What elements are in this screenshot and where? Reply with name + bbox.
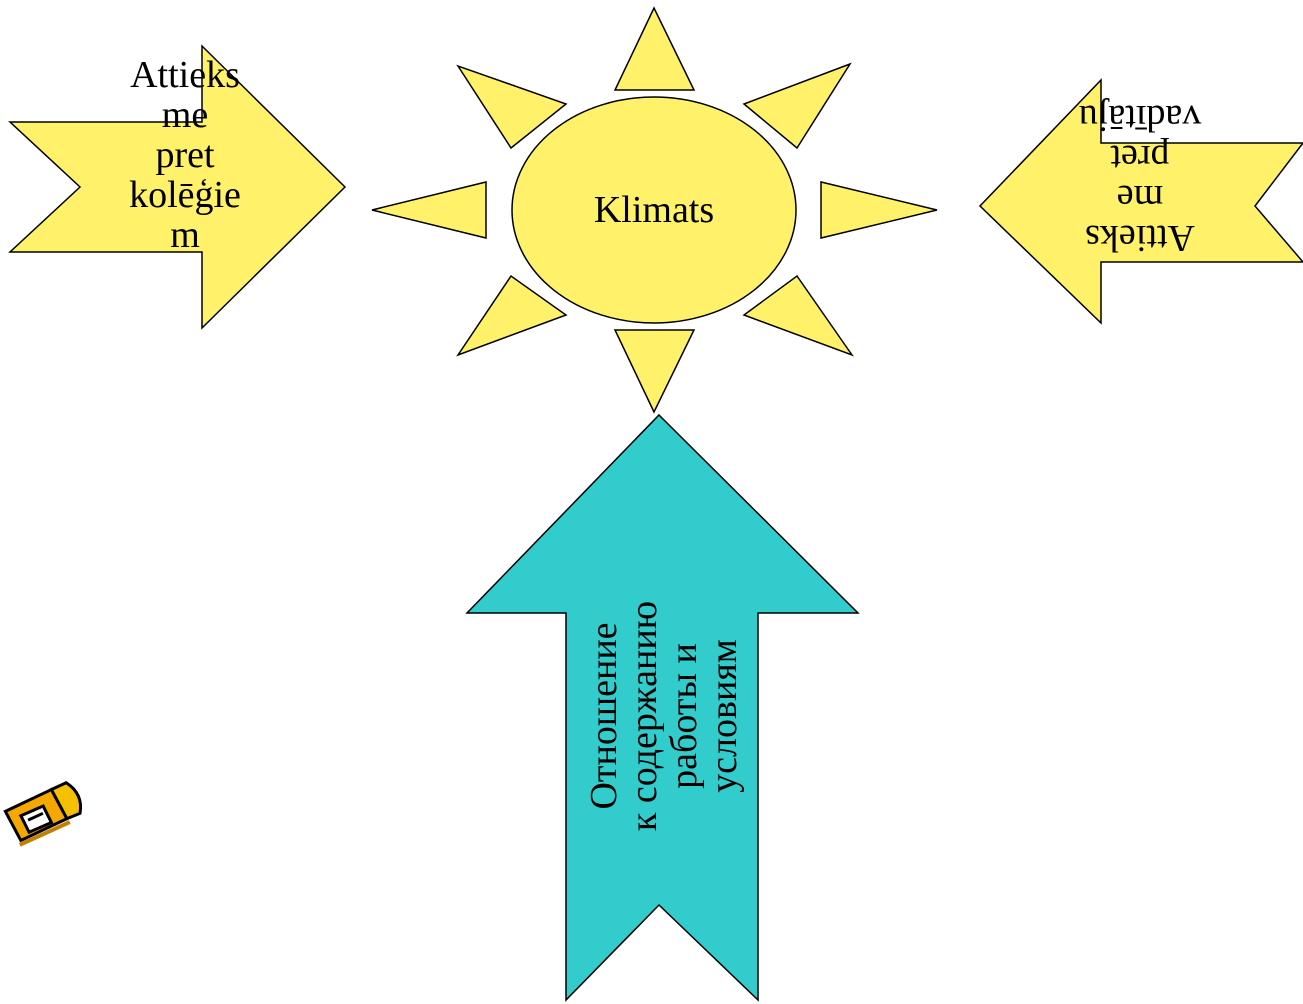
sun-rays bbox=[371, 6, 938, 414]
right-block-arrow bbox=[978, 78, 1303, 325]
bottom-arrow-line-1: Отношение bbox=[583, 622, 625, 810]
bottom-arrow-label: Отношение к содержанию работы и условиям bbox=[583, 576, 745, 856]
left-arrow-line-2: me bbox=[161, 94, 209, 136]
bottom-arrow-line-3: работы и bbox=[663, 643, 705, 789]
sun-ray-bottom bbox=[613, 329, 696, 414]
sun-ray-right bbox=[820, 181, 938, 239]
left-arrow-line-4: kolēģie bbox=[129, 174, 241, 216]
bottom-arrow-line-4: условиям bbox=[703, 639, 745, 793]
sun-ray-left bbox=[371, 181, 487, 239]
sun-ray-bottom-right bbox=[742, 274, 854, 357]
right-arrow-line-1: Attieks bbox=[1085, 217, 1195, 259]
bottom-arrow-line-2: к содержанию bbox=[623, 600, 665, 832]
left-arrow-line-5: m bbox=[170, 214, 200, 256]
pencil-icon bbox=[3, 781, 83, 847]
sun-ray-top-right bbox=[742, 62, 852, 150]
sun-label-text: Klimats bbox=[593, 189, 715, 231]
left-arrow-line-1: Attieks bbox=[130, 54, 240, 96]
sun-ray-top bbox=[613, 6, 696, 91]
right-arrow-line-2: me bbox=[1116, 177, 1164, 219]
right-arrow-line-3: pret bbox=[1110, 137, 1170, 179]
right-arrow-line-4: vadītāju bbox=[1078, 97, 1202, 139]
sun-label: Klimats bbox=[554, 190, 754, 230]
bottom-block-arrow bbox=[465, 413, 860, 1002]
left-arrow-label: Attieks me pret kolēģie m bbox=[85, 55, 285, 255]
left-arrow-line-3: pret bbox=[155, 134, 215, 176]
right-arrow-label: Attieks me pret vadītāju bbox=[1040, 97, 1240, 259]
sun-body bbox=[511, 96, 797, 324]
sun-ray-bottom-left bbox=[456, 274, 568, 357]
left-block-arrow bbox=[8, 44, 347, 330]
sun-ray-top-left bbox=[456, 64, 568, 150]
